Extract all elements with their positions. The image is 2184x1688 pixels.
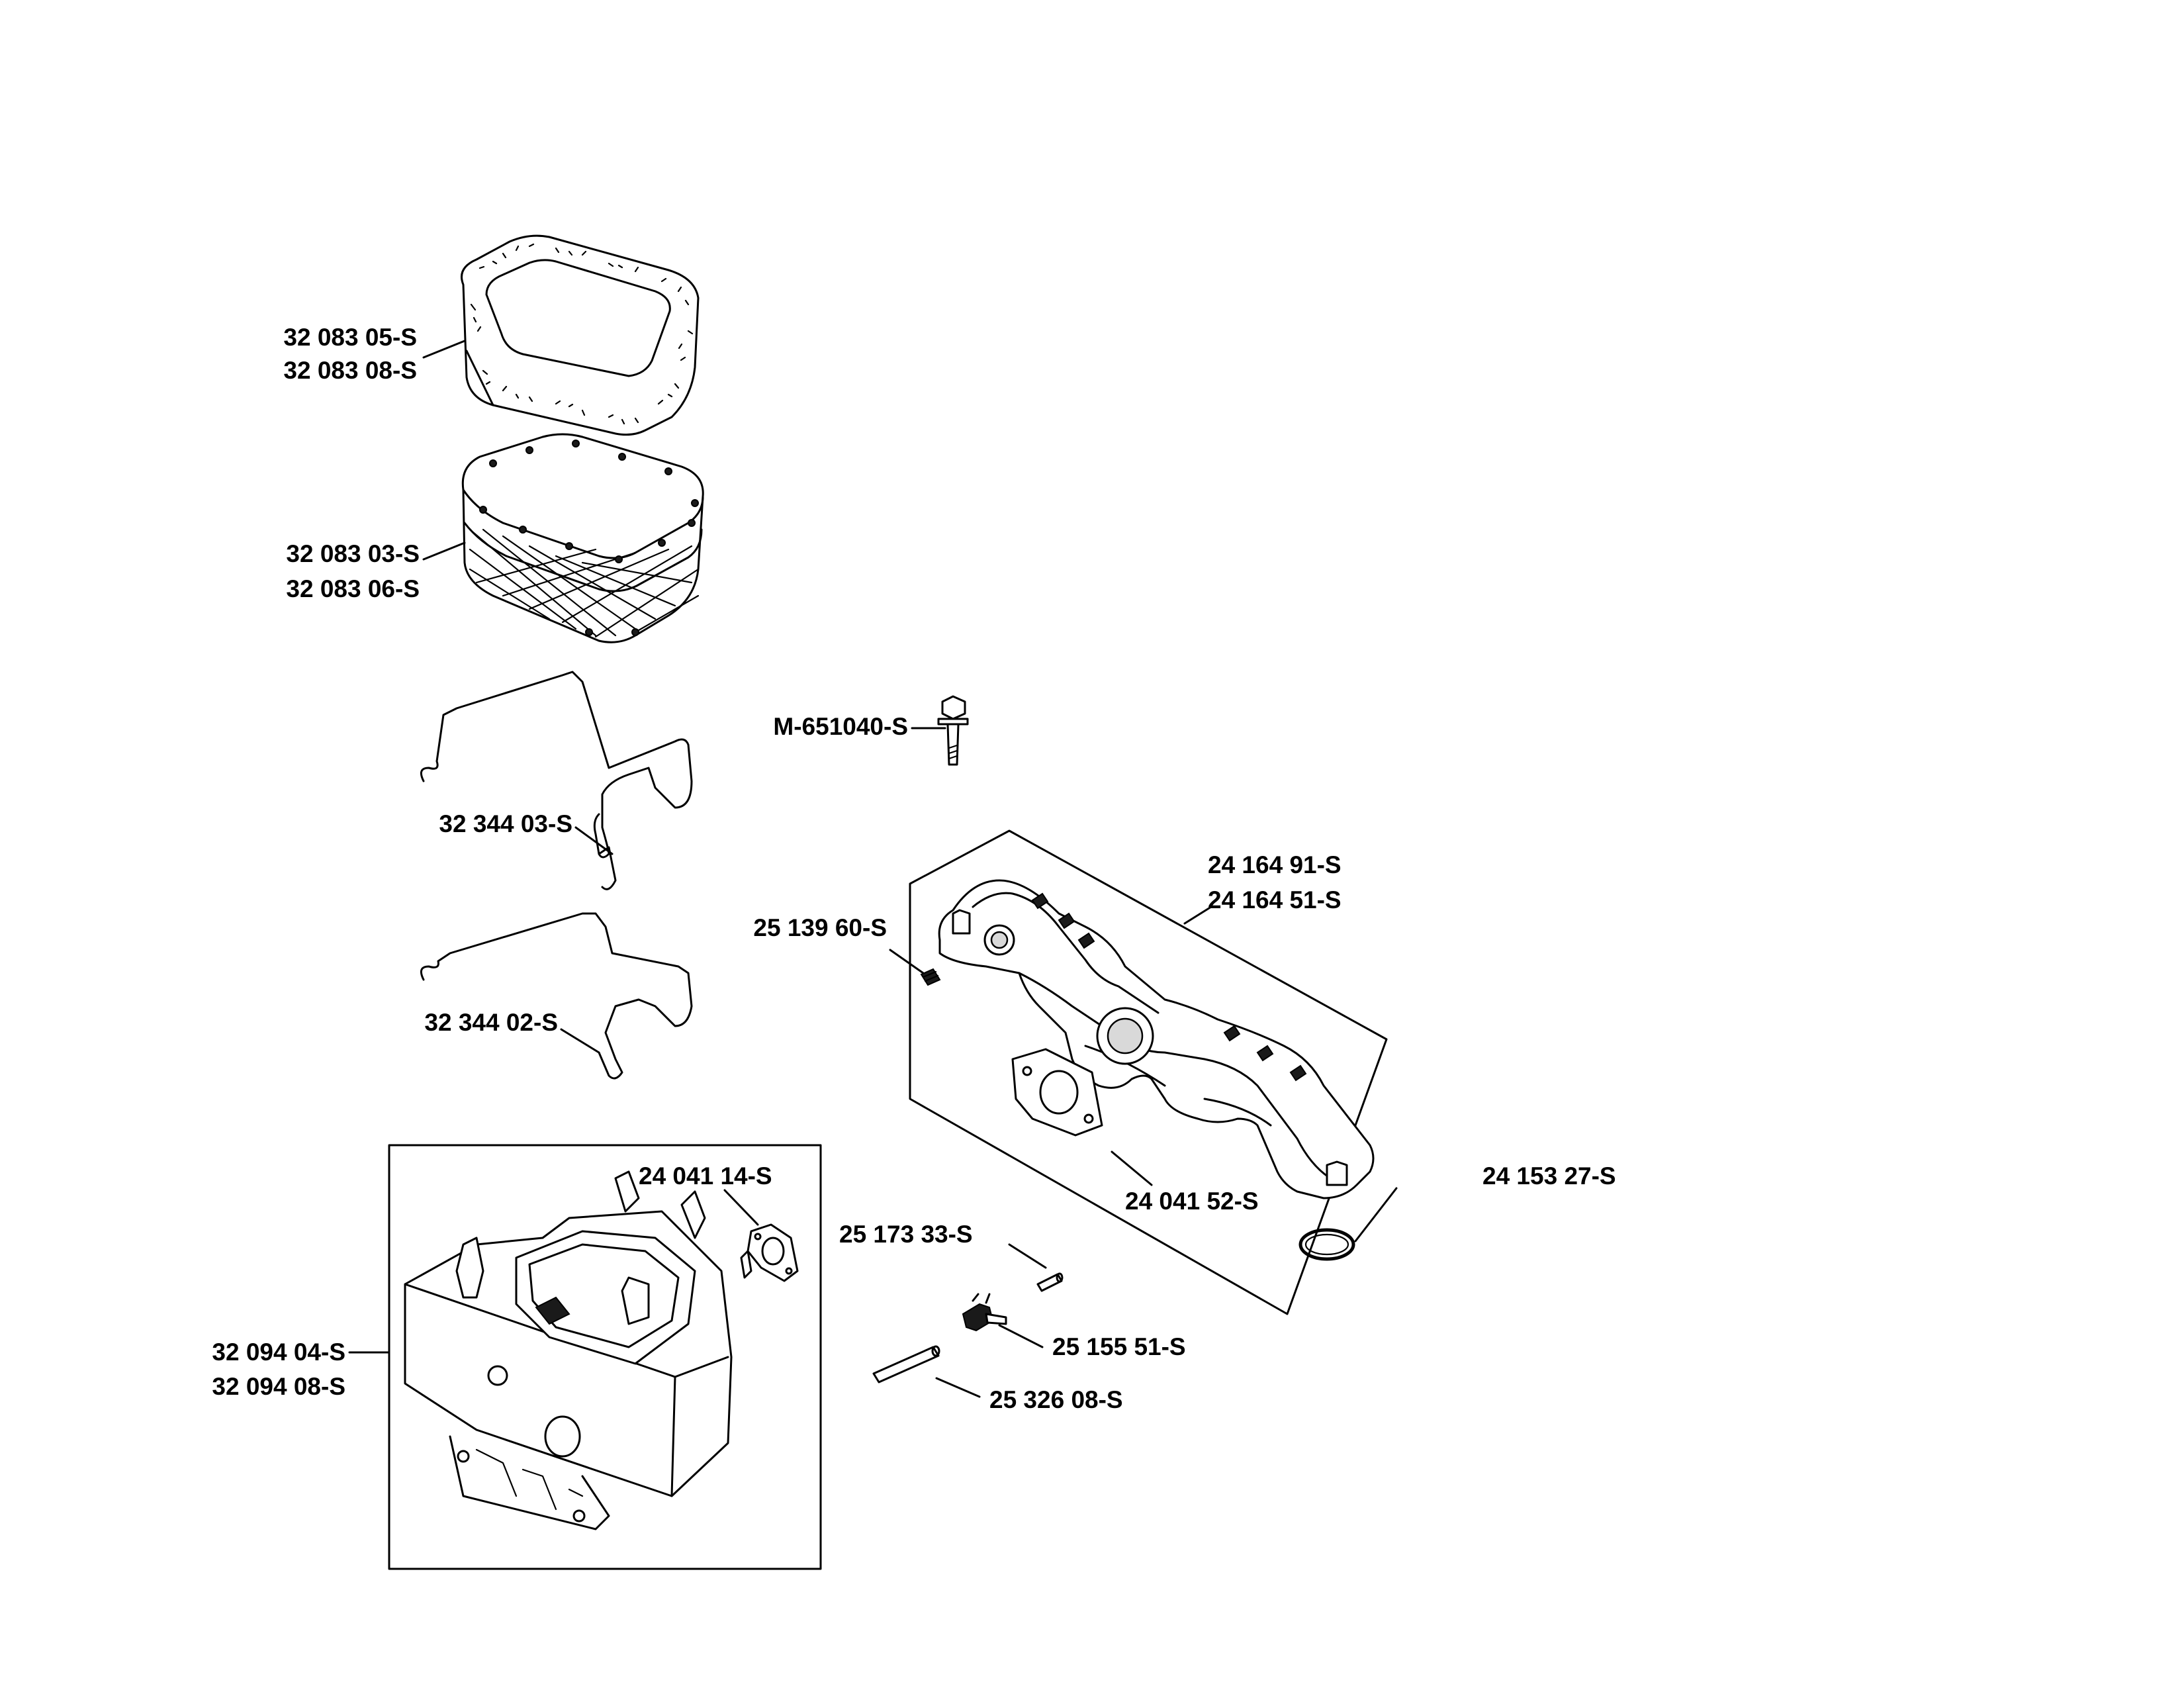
part-label-air-filter-2: 32 083 06-S (286, 575, 420, 602)
part-label-long-pin: 25 326 08-S (989, 1386, 1123, 1413)
leader-precleaner (422, 340, 466, 359)
part-label-precleaner-1: 32 083 05-S (283, 324, 417, 351)
leader-manifold (1183, 906, 1212, 925)
o-ring-drawing (1298, 1228, 1355, 1261)
part-label-manifold-gasket: 24 041 52-S (1125, 1188, 1259, 1215)
air-cleaner-kit-box (388, 1144, 822, 1570)
air-cleaner-base-drawing (404, 1170, 752, 1530)
manifold-gasket-drawing (1011, 1048, 1103, 1137)
part-label-clip-upper: 32 344 03-S (439, 810, 572, 837)
leader-manifold-gasket (1111, 1150, 1153, 1186)
leader-linkage (998, 1324, 1044, 1348)
part-label-manifold-2: 24 164 51-S (1208, 886, 1342, 914)
leader-lines (348, 340, 1398, 1398)
bolt-drawing (937, 695, 969, 766)
part-label-air-cleaner-base-2: 32 094 08-S (212, 1373, 345, 1400)
part-label-bolt: M-651040-S (773, 713, 908, 740)
part-label-plug: 25 139 60-S (753, 914, 887, 941)
long-pin-drawing (872, 1345, 940, 1383)
part-label-clip-lower: 32 344 02-S (424, 1009, 558, 1036)
clip-lower-drawing (420, 912, 693, 1080)
leader-clip-upper (574, 826, 614, 855)
leader-clip-lower (560, 1028, 600, 1054)
leader-air-filter (422, 541, 466, 561)
filter-rim-dots (479, 440, 699, 636)
part-label-precleaner-2: 32 083 08-S (283, 357, 417, 384)
pipe-plug-drawing (920, 968, 941, 986)
linkage-fitting-drawing (962, 1293, 1007, 1332)
part-label-air-filter-1: 32 083 03-S (286, 540, 420, 567)
part-label-air-cleaner-base-1: 32 094 04-S (212, 1338, 345, 1366)
part-label-base-gasket: 24 041 14-S (639, 1162, 772, 1190)
air-filter-drawing (461, 433, 704, 643)
part-label-short-pin: 25 173 33-S (839, 1221, 973, 1248)
part-label-o-ring: 24 153 27-S (1482, 1162, 1616, 1190)
leader-long-pin (935, 1377, 981, 1398)
leader-plug (889, 949, 925, 974)
clip-upper-drawing (420, 671, 693, 890)
base-gasket-drawing (747, 1223, 799, 1282)
manifold-ribs (1031, 892, 1307, 1082)
part-label-manifold-1: 24 164 91-S (1208, 851, 1342, 878)
intake-manifold-drawing (938, 879, 1375, 1199)
leader-o-ring (1354, 1187, 1398, 1243)
precleaner-wrap-drawing (461, 234, 700, 436)
leader-short-pin (1008, 1243, 1047, 1269)
short-pin-drawing (1036, 1272, 1064, 1292)
part-label-linkage: 25 155 51-S (1052, 1333, 1186, 1360)
filter-mesh (469, 528, 700, 638)
leader-base-gasket (723, 1189, 759, 1226)
foam-texture (470, 243, 694, 425)
